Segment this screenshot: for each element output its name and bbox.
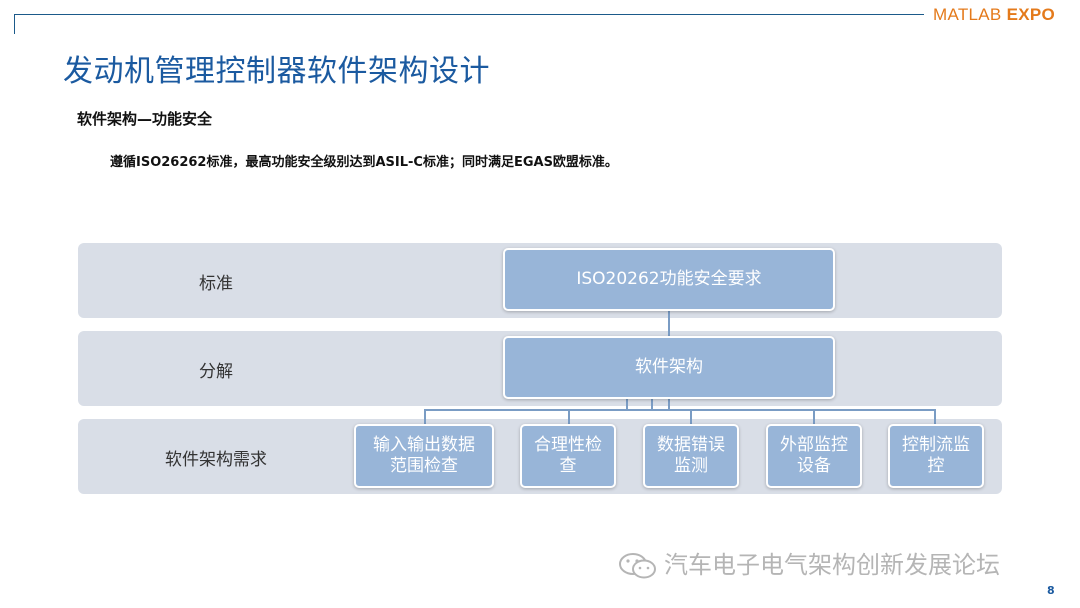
page-number: 8	[1047, 584, 1055, 597]
box-software-architecture: 软件架构	[503, 336, 835, 399]
connector-drop-3	[690, 409, 692, 427]
box-plausibility-check: 合理性检查	[520, 424, 616, 488]
connector-architecture-left	[626, 398, 628, 410]
connector-drop-4	[813, 409, 815, 427]
connector-drop-2	[568, 409, 570, 427]
header-rule	[14, 14, 924, 15]
header-corner-line	[14, 14, 15, 34]
matlab-expo-logo: MATLAB EXPO	[933, 5, 1056, 24]
connector-drop-5	[934, 409, 936, 427]
slide-title: 发动机管理控制器软件架构设计	[63, 54, 490, 89]
connector-bus	[424, 409, 936, 411]
box-io-range-check: 输入输出数据范围检查	[354, 424, 494, 488]
box-external-monitoring-device: 外部监控设备	[766, 424, 862, 488]
connector-architecture-right	[668, 398, 670, 410]
watermark: 汽车电子电气架构创新发展论坛	[618, 545, 1000, 581]
box-iso-safety-requirement: ISO20262功能安全要求	[503, 248, 835, 311]
description-text: 遵循ISO26262标准，最高功能安全级别达到ASIL-C标准；同时满足EGAS…	[110, 155, 618, 170]
row-label-decomposition: 分解	[199, 362, 233, 382]
section-subtitle: 软件架构—功能安全	[77, 110, 213, 128]
box-control-flow-monitoring: 控制流监控	[888, 424, 984, 488]
connector-drop-1	[424, 409, 426, 427]
watermark-text: 汽车电子电气架构创新发展论坛	[664, 551, 1000, 579]
row-label-requirements: 软件架构需求	[165, 450, 267, 470]
row-label-standard: 标准	[199, 274, 233, 294]
box-data-error-monitoring: 数据错误监测	[643, 424, 739, 488]
connector-architecture-mid	[651, 398, 653, 410]
connector-standard-to-architecture	[668, 310, 670, 340]
wechat-icon	[618, 551, 658, 581]
